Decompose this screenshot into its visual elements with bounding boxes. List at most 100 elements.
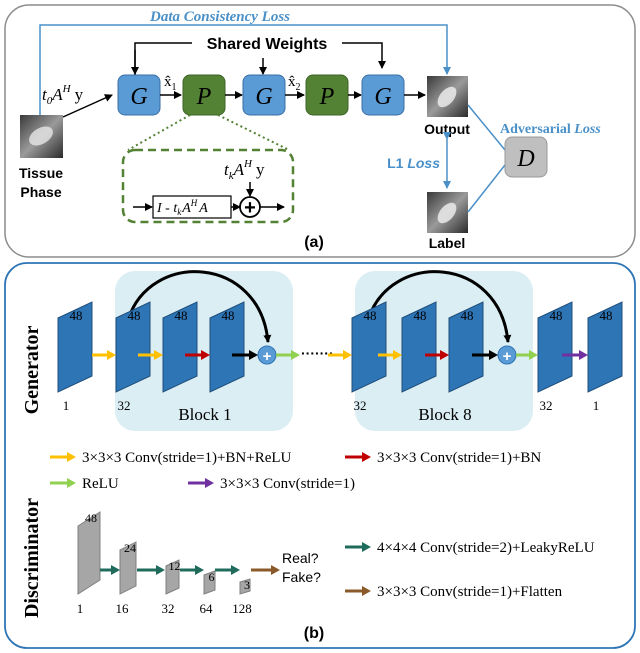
legend-label: ReLU (82, 476, 119, 492)
arrow-purple (579, 350, 588, 360)
arrow-teal (156, 565, 165, 575)
generator-channel-top: 48 (461, 308, 474, 323)
arrow-yellow (343, 350, 352, 360)
arrow-black (249, 350, 258, 360)
discriminator-channel-top: 24 (124, 541, 136, 555)
panel-b-caption: (b) (304, 625, 324, 642)
arrow-yellow (107, 350, 116, 360)
output-image-detail (437, 86, 457, 108)
input-arrow (62, 94, 113, 118)
generator-channel-bottom: 32 (354, 398, 367, 413)
generator-channel-bottom: 32 (540, 398, 553, 413)
generator-legend: 3×3×3 Conv(stride=1)+BN+ReLU 3×3×3 Conv(s… (50, 450, 541, 492)
arrow-teal-legend-icon (362, 542, 371, 552)
generator-feature-map (448, 301, 484, 393)
output-to-d-line (467, 104, 506, 151)
d-block (504, 136, 548, 178)
phase-label: Phase (20, 184, 61, 200)
p-block-2-label: P (319, 84, 335, 110)
arrow-yellow (393, 350, 402, 360)
generator-channel-bottom: 1 (63, 398, 70, 413)
panel-a-frame (4, 4, 636, 258)
generator-feature-map (115, 301, 151, 393)
discriminator-legend-label: 3×3×3 Conv(stride=1)+Flatten (377, 584, 563, 600)
generator-channel-top: 48 (550, 308, 563, 323)
discriminator-feature-map (203, 570, 216, 595)
discriminator-title: Discriminator (21, 498, 43, 618)
discriminator-legend: 4×4×4 Conv(stride=2)+LeakyReLU 3×3×3 Conv… (345, 540, 595, 600)
zoom-line-right (217, 114, 290, 151)
legend-label: 3×3×3 Conv(stride=1)+BN+ReLU (82, 450, 292, 466)
label-label: Label (429, 235, 466, 251)
arrow-brown-legend-icon (362, 586, 371, 596)
generator-feature-map (209, 301, 245, 393)
d-block-label: D (516, 146, 534, 172)
tissue-label: Tissue (19, 165, 63, 181)
generator-channel-top: 48 (128, 308, 141, 323)
block-1-skip-arrow (126, 270, 272, 343)
arrow-brown (271, 565, 280, 575)
generator-channel-top: 48 (600, 308, 613, 323)
discriminator-channel-bottom: 64 (200, 601, 214, 616)
generator-channel-top: 48 (222, 308, 235, 323)
arrow-yellow-legend-icon (67, 452, 76, 462)
data-consistency-line (39, 24, 451, 115)
arrow-green (291, 350, 300, 360)
generator-channel-top: 48 (364, 308, 377, 323)
generator-feature-map (401, 301, 437, 393)
g-block-3-label: G (374, 84, 391, 110)
arrow-purple-legend-icon (205, 478, 214, 488)
generator-ellipsis: ······· (301, 345, 334, 361)
generator-title: Generator (21, 325, 43, 414)
discriminator-channel-bottom: 1 (77, 601, 84, 616)
adversarial-loss-label: Adversarial Loss (500, 122, 601, 137)
arrow-yellow (154, 350, 163, 360)
generator-feature-map (587, 301, 623, 393)
discriminator-channel-top: 48 (85, 511, 97, 525)
generator-channel-bottom: 1 (593, 398, 600, 413)
tissue-phase-image-detail (29, 126, 53, 146)
discriminator-channel-top: 6 (209, 570, 215, 584)
output-label: Output (424, 121, 470, 137)
generator-feature-map (162, 301, 198, 393)
arrow-red (440, 350, 449, 360)
g-block-1-label: G (130, 84, 147, 110)
shared-weights-label-bg (192, 33, 342, 53)
p-detail-sum-plus: + (244, 197, 256, 219)
arrow-teal (231, 565, 240, 575)
generator-arrows (92, 350, 588, 360)
arrow-black (489, 350, 498, 360)
real-label: Real? (282, 550, 319, 566)
zoom-line-left (127, 114, 191, 151)
g-block-2-label: G (255, 84, 272, 110)
block-8-skip-arrow (366, 270, 512, 343)
discriminator-channel-top: 3 (244, 578, 250, 592)
block-8-background (355, 271, 533, 431)
legend-label: 3×3×3 Conv(stride=1) (220, 476, 355, 492)
discriminator-channel-bottom: 32 (162, 601, 175, 616)
arrow-red (201, 350, 210, 360)
shared-weights-label: Shared Weights (207, 36, 328, 53)
generator-feature-map (351, 301, 387, 393)
arrow-green (529, 350, 538, 360)
arrow-teal (111, 565, 120, 575)
block-1-sum-plus: + (263, 348, 272, 365)
discriminator-feature-map (165, 559, 180, 595)
discriminator-channel-bottom: 16 (116, 601, 130, 616)
p-detail-box (121, 148, 295, 224)
generator-channel-bottom: 32 (118, 398, 131, 413)
label-to-d-line (467, 164, 506, 213)
generator-feature-map (537, 301, 573, 393)
discriminator-legend-label: 4×4×4 Conv(stride=2)+LeakyReLU (377, 540, 595, 556)
l1-loss-label: L1 Loss (387, 155, 440, 171)
x2-label: x̂2 (288, 74, 301, 93)
generator-channel-top: 48 (414, 308, 427, 323)
fake-label: Fake? (282, 569, 321, 585)
discriminator-channel-top: 12 (169, 559, 181, 573)
arrow-red-legend-icon (362, 452, 371, 462)
